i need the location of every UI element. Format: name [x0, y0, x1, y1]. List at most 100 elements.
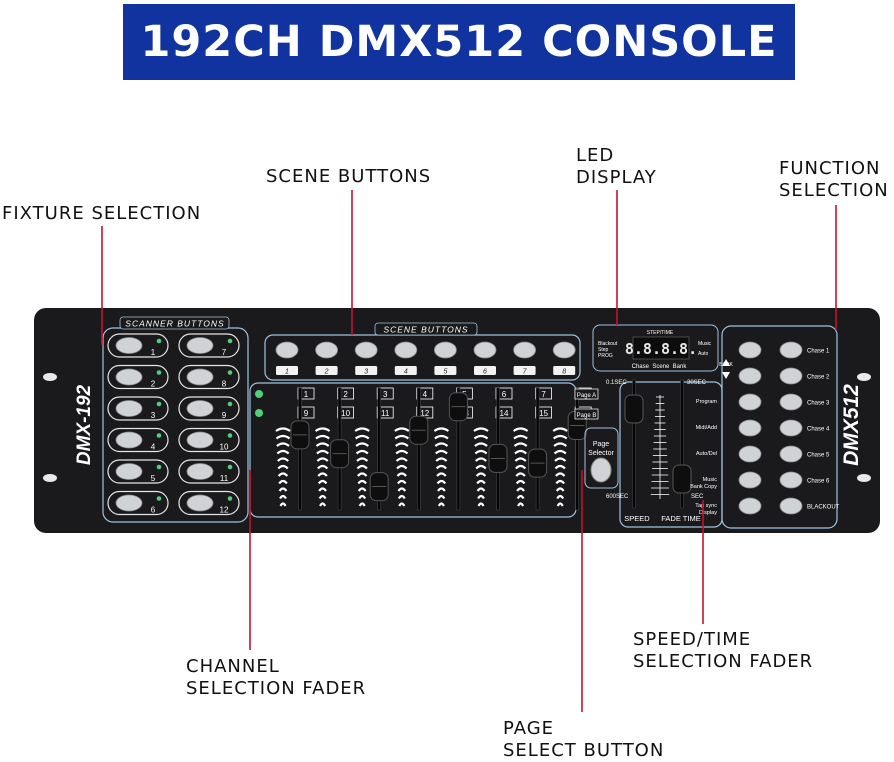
scanner-button-ring	[178, 427, 240, 453]
scanner-button-ring	[107, 396, 169, 421]
fader-level-mark	[436, 472, 447, 477]
fader-knob[interactable]	[624, 394, 644, 424]
scanner-button-number: 10	[220, 443, 229, 452]
led-screen	[632, 336, 690, 360]
fader-track	[680, 379, 684, 509]
function-button-left-2[interactable]	[738, 367, 762, 385]
fader-level-mark	[473, 434, 489, 440]
function-button-left-7[interactable]	[738, 497, 762, 515]
page-b-label: Page B	[577, 413, 597, 419]
scene-button-8[interactable]: 8	[552, 341, 576, 376]
channel-number: 12	[420, 409, 429, 418]
speed-faders	[624, 379, 692, 509]
channel-fader-1[interactable]: 19	[275, 387, 315, 511]
fader-level-mark	[277, 457, 289, 462]
channel-fader-7[interactable]: 715	[512, 387, 552, 511]
function-button-right-3[interactable]: Chase 3	[779, 393, 830, 411]
fader-knob[interactable]	[672, 464, 692, 494]
scanner-button-2[interactable]: 2	[107, 364, 169, 390]
fader-level-mark	[514, 457, 527, 462]
page-selector-button[interactable]	[590, 457, 612, 483]
channel-number: 4	[423, 390, 428, 399]
scanner-button-cap	[115, 431, 143, 449]
scanner-button-5[interactable]: 5	[107, 459, 169, 484]
scene-button-6[interactable]: 6	[473, 341, 497, 376]
scene-button-5[interactable]: 5	[433, 341, 457, 376]
channel-number-box	[416, 387, 434, 400]
function-button-right-4[interactable]: Chase 4	[779, 419, 830, 437]
page-selector-label-2: Selector	[588, 450, 614, 457]
function-button-left-5[interactable]	[738, 445, 762, 463]
scanner-button-number: 12	[220, 506, 229, 515]
channel-fader-6[interactable]: 614	[473, 387, 513, 511]
scanner-led	[227, 370, 233, 375]
scene-button-2[interactable]: 2	[315, 341, 339, 376]
scanner-button-12[interactable]: 12	[178, 490, 240, 516]
scanner-button-11[interactable]: 11	[178, 459, 240, 484]
fader-track	[575, 387, 580, 511]
callout-page-select-2: SELECT BUTTON	[503, 740, 665, 761]
function-button-left-3[interactable]	[738, 393, 762, 411]
function-button-right-7[interactable]: BLACKOUT	[779, 497, 840, 515]
scene-button-cap	[394, 341, 418, 359]
display-bottom-labels: Chase Scene Bank	[632, 364, 688, 370]
function-button-label: Chase 2	[807, 375, 830, 381]
scene-button-3[interactable]: 3	[354, 341, 378, 376]
function-button-cap	[738, 419, 762, 437]
channel-fader-3[interactable]: 311	[354, 387, 394, 511]
function-button-left-6[interactable]	[738, 471, 762, 489]
scanner-button-1[interactable]: 1	[107, 333, 169, 358]
fader-level-mark	[277, 472, 289, 477]
function-button-right-2[interactable]: Chase 2	[779, 367, 830, 385]
scene-button-number: 1	[285, 369, 289, 376]
fader-level-mark	[437, 487, 446, 492]
fader-level-mark	[436, 479, 447, 485]
channel-fader-2[interactable]: 210	[314, 387, 355, 511]
function-button-right-1[interactable]: Chase 1	[779, 341, 830, 359]
fader-level-mark	[434, 434, 449, 440]
display-left-label: Step	[598, 347, 609, 353]
scanner-button-6[interactable]: 6	[107, 490, 169, 516]
channel-fader-5[interactable]: 513	[433, 387, 473, 511]
scanner-button-cap	[186, 431, 214, 449]
scene-button-1[interactable]: 1	[275, 341, 299, 376]
function-button-cap	[738, 471, 762, 489]
speed-scale	[650, 395, 670, 499]
fader-level-mark	[394, 427, 410, 432]
channel-number-box	[495, 387, 513, 400]
scanner-button-4[interactable]: 4	[107, 427, 169, 453]
display-left-label: Blackout	[598, 341, 618, 347]
callout-speed-fader-2: SELECTION FADER	[633, 651, 814, 672]
speed-fader[interactable]	[624, 379, 644, 509]
channel-number: 2	[343, 390, 348, 399]
right-logo: DMX512	[840, 384, 863, 466]
scanner-button-9[interactable]: 9	[178, 396, 240, 421]
fade-time-fader[interactable]	[672, 379, 692, 509]
function-button-right-6[interactable]: Chase 6	[779, 471, 830, 489]
speed-label: SPEED	[624, 514, 650, 523]
fader-level-mark	[395, 442, 409, 447]
function-button-cap	[779, 393, 803, 411]
scene-button-4[interactable]: 4	[394, 341, 418, 376]
function-button-left-1[interactable]	[738, 341, 762, 359]
fader-level-mark	[355, 449, 369, 455]
scanner-button-8[interactable]: 8	[178, 364, 240, 390]
function-button-right-5[interactable]: Chase 5	[779, 445, 830, 463]
scene-button-7[interactable]: 7	[513, 341, 536, 376]
scanner-button-7[interactable]: 7	[178, 333, 240, 358]
scene-number-box	[276, 366, 298, 375]
function-button-left-4[interactable]	[738, 419, 762, 437]
scanner-button-10[interactable]: 10	[178, 427, 240, 453]
channel-number-box	[337, 387, 355, 400]
channel-fader-4[interactable]: 4 12	[394, 387, 434, 511]
scanner-button-cap	[186, 400, 214, 417]
channel-number: 14	[500, 409, 509, 418]
fader-level-mark	[398, 502, 406, 507]
fader-level-mark	[554, 457, 567, 462]
fader-level-mark	[317, 479, 328, 485]
scanner-button-3[interactable]: 3	[107, 396, 169, 421]
